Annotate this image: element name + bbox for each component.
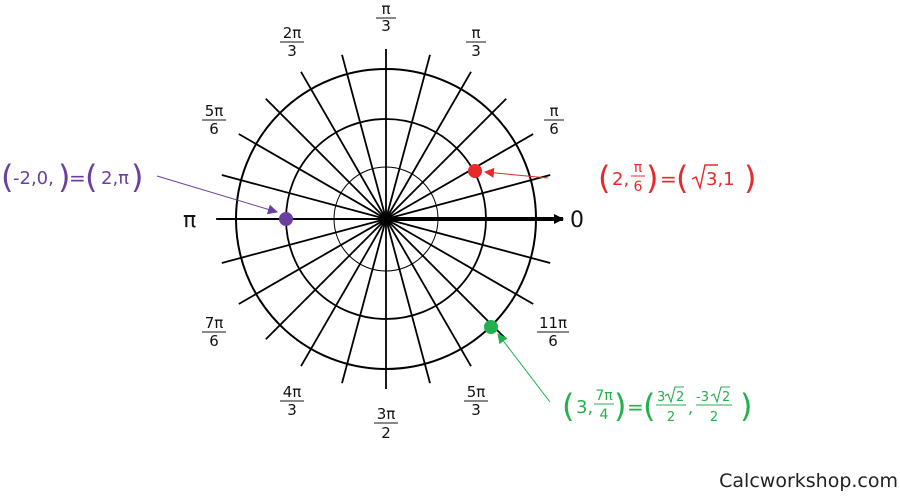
svg-text:=: = — [660, 167, 677, 191]
origin-point — [382, 215, 390, 223]
green-point-label: ( 3, 7π 4 ) = ( 3 2 2 , -3 2 2 ) — [562, 386, 752, 425]
svg-text:6: 6 — [634, 179, 643, 195]
svg-text:(: ( — [1, 158, 13, 196]
svg-text:4π: 4π — [283, 383, 302, 401]
svg-text:2: 2 — [722, 390, 730, 405]
svg-text:=: = — [69, 166, 86, 190]
svg-text:6: 6 — [209, 120, 219, 138]
svg-text:2: 2 — [710, 410, 718, 425]
svg-text:π: π — [381, 0, 390, 18]
svg-text:-2,0,: -2,0, — [13, 168, 54, 189]
watermark-text: Calcworkshop.com — [719, 470, 898, 492]
svg-text:3,: 3, — [576, 397, 593, 418]
zero-axis-label: 0 — [570, 208, 584, 233]
radial-line — [265, 98, 387, 220]
svg-text:(: ( — [676, 159, 688, 197]
svg-text:(: ( — [643, 387, 655, 425]
radial-line — [238, 218, 387, 305]
svg-text:7π: 7π — [595, 388, 613, 404]
green-point — [484, 320, 498, 334]
red-pointer-arrow — [484, 167, 549, 179]
angle-label-2pi-over-3: 2π 3 — [280, 24, 304, 60]
angle-label-pi-over-3-top: π 3 — [376, 0, 396, 35]
purple-point — [279, 212, 293, 226]
svg-text:6: 6 — [549, 120, 559, 138]
svg-text:): ) — [131, 158, 143, 196]
angle-label-7pi-over-6: 7π 6 — [202, 314, 226, 350]
svg-text:5π: 5π — [467, 383, 486, 401]
svg-text:6: 6 — [209, 332, 219, 350]
svg-text:4: 4 — [600, 407, 609, 423]
red-point — [468, 164, 482, 178]
radial-line — [385, 218, 507, 340]
svg-text:(: ( — [562, 387, 574, 425]
svg-text:(: ( — [598, 159, 610, 197]
radial-line — [385, 98, 507, 220]
svg-text:6: 6 — [548, 332, 558, 350]
radial-line — [341, 54, 387, 220]
radial-line — [385, 218, 534, 305]
radial-line — [300, 218, 387, 367]
radial-line — [341, 218, 387, 384]
radial-line — [385, 174, 551, 220]
svg-text:2,π: 2,π — [101, 168, 129, 189]
radial-line — [385, 218, 431, 384]
svg-text:π: π — [471, 24, 480, 42]
purple-pointer-arrow — [156, 175, 278, 215]
svg-text:3,1: 3,1 — [706, 169, 735, 190]
svg-text:3: 3 — [471, 42, 481, 60]
svg-text:3: 3 — [657, 390, 665, 405]
svg-text:2π: 2π — [283, 24, 302, 42]
svg-text:π: π — [549, 102, 558, 120]
svg-text:5π: 5π — [205, 102, 224, 120]
svg-text:=: = — [627, 395, 644, 419]
purple-point-label: ( -2,0, ) = ( 2,π ) — [1, 158, 143, 196]
radial-line — [238, 133, 387, 220]
polar-grid — [216, 49, 556, 389]
radial-line — [300, 71, 387, 220]
angle-label-4pi-over-3: 4π 3 — [280, 383, 304, 419]
svg-text:3: 3 — [471, 401, 481, 419]
pi-axis-label: π — [183, 208, 196, 233]
angle-label-3pi-over-2: 3π 2 — [374, 405, 398, 442]
svg-text:): ) — [614, 387, 626, 425]
svg-text:): ) — [740, 387, 752, 425]
svg-text:3π: 3π — [377, 405, 396, 423]
radial-line — [385, 71, 472, 220]
svg-text:3: 3 — [287, 42, 297, 60]
svg-text:11π: 11π — [539, 314, 567, 332]
angle-labels: π 3 2π 3 π 3 5π 6 π 6 7π 6 — [202, 0, 569, 442]
radial-line — [221, 174, 387, 220]
radial-line — [221, 218, 387, 264]
angle-label-pi-over-3: π 3 — [466, 24, 486, 60]
green-pointer-arrow — [497, 333, 551, 403]
svg-text:2: 2 — [667, 410, 675, 425]
svg-text:3: 3 — [381, 17, 391, 35]
red-point-label: ( 2, π 6 ) = ( 3,1 ) — [598, 159, 756, 197]
svg-text:7π: 7π — [205, 314, 224, 332]
svg-text:-3: -3 — [696, 390, 709, 405]
angle-label-5pi-over-3: 5π 3 — [464, 383, 488, 419]
svg-text:2: 2 — [381, 424, 391, 442]
radial-line — [385, 218, 551, 264]
angle-label-pi-over-6: π 6 — [544, 102, 564, 138]
svg-text:): ) — [744, 159, 756, 197]
svg-text:2,: 2, — [612, 169, 629, 190]
radial-lines — [216, 49, 556, 389]
svg-text:,: , — [688, 398, 693, 417]
svg-text:): ) — [646, 159, 658, 197]
angle-label-11pi-over-6: 11π 6 — [537, 314, 569, 350]
svg-text:): ) — [58, 158, 70, 196]
svg-text:π: π — [634, 160, 643, 176]
radial-line — [385, 133, 534, 220]
radial-line — [385, 54, 431, 220]
svg-text:2: 2 — [676, 390, 684, 405]
radial-line — [265, 218, 387, 340]
svg-text:(: ( — [85, 158, 97, 196]
svg-text:3: 3 — [287, 401, 297, 419]
radial-line — [385, 218, 472, 367]
angle-label-5pi-over-6: 5π 6 — [202, 102, 226, 138]
